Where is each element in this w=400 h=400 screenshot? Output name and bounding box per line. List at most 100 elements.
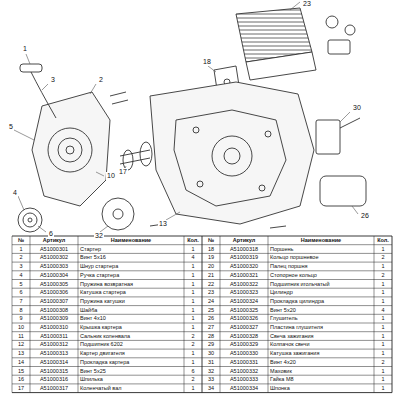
table-cell: Пружина возвратная xyxy=(79,280,183,289)
table-cell: 22 xyxy=(203,280,219,289)
table-cell: Стартер xyxy=(79,245,183,254)
table-cell: A51000305 xyxy=(31,280,77,289)
table-cell: 1 xyxy=(185,262,201,271)
table-cell: 16 xyxy=(13,375,29,384)
table-cell: 6 xyxy=(185,367,201,376)
table-cell: 1 xyxy=(185,288,201,297)
table-cell: Ручка стартера xyxy=(79,271,183,280)
table-cell: Колпачок свечи xyxy=(269,340,373,349)
table-cell: 11 xyxy=(13,332,29,341)
table-cell: A51000320 xyxy=(221,262,267,271)
table-cell: Прокладка цилиндра xyxy=(269,297,373,306)
table-cell: Винт 5x16 xyxy=(79,253,183,262)
table-cell: 19 xyxy=(203,253,219,262)
table-cell: 1 xyxy=(185,280,201,289)
table-rule xyxy=(12,236,13,393)
table-cell: Шпилька xyxy=(79,375,183,384)
callout-number: 32 xyxy=(94,232,104,240)
table-cell: A51000311 xyxy=(31,332,77,341)
callout-number: 6 xyxy=(48,230,54,238)
table-cell: 1 xyxy=(185,349,201,358)
table-cell: Шпонка xyxy=(269,384,373,393)
table-cell: A51000333 xyxy=(221,375,267,384)
table-cell: 1 xyxy=(185,323,201,332)
table-cell: 1 xyxy=(375,288,391,297)
table-cell: 1 xyxy=(375,332,391,341)
table-cell: 3 xyxy=(13,262,29,271)
table-cell: 1 xyxy=(185,297,201,306)
table-cell: A51000324 xyxy=(221,297,267,306)
table-cell: Кольцо поршневое xyxy=(269,253,373,262)
callout-number: 13 xyxy=(158,220,168,228)
table-cell: Пружина катушки xyxy=(79,297,183,306)
table-rule xyxy=(78,236,79,393)
table-cell: A51000310 xyxy=(31,323,77,332)
callout-number: 2 xyxy=(98,76,104,84)
table-cell: 24 xyxy=(203,297,219,306)
table-cell: A51000301 xyxy=(31,245,77,254)
table-cell: 18 xyxy=(203,245,219,254)
table-cell: A51000302 xyxy=(31,253,77,262)
table-cell: 2 xyxy=(185,332,201,341)
callout-number: 1 xyxy=(22,45,28,53)
table-cell: A51000312 xyxy=(31,340,77,349)
callout-number: 30 xyxy=(352,104,362,112)
callout-number: 26 xyxy=(360,212,370,220)
table-rule xyxy=(30,236,31,393)
table-cell: 31 xyxy=(203,358,219,367)
table-cell: Крышка картера xyxy=(79,323,183,332)
table-cell: 23 xyxy=(203,288,219,297)
table-cell: 34 xyxy=(203,384,219,393)
table-rule xyxy=(268,236,269,393)
table-cell: A51000321 xyxy=(221,271,267,280)
table-cell: 13 xyxy=(13,349,29,358)
table-cell: A51000331 xyxy=(221,358,267,367)
table-cell: 1 xyxy=(185,384,201,393)
table-cell: 1 xyxy=(185,314,201,323)
table-cell: 4 xyxy=(185,253,201,262)
table-cell: 2 xyxy=(375,253,391,262)
table-header: Наименование xyxy=(269,236,373,245)
table-cell: A51000332 xyxy=(221,367,267,376)
table-cell: Картер двигателя xyxy=(79,349,183,358)
callout-number: 23 xyxy=(302,0,312,8)
table-cell: Катушка стартера xyxy=(79,288,183,297)
callout-number: 17 xyxy=(118,168,128,176)
table-cell: 1 xyxy=(185,358,201,367)
table-header: Артикул xyxy=(221,236,267,245)
table-cell: A51000314 xyxy=(31,358,77,367)
table-header: № xyxy=(13,236,29,245)
table-cell: Винт 5x20 xyxy=(269,306,373,315)
table-header: Наименование xyxy=(79,236,183,245)
table-cell: Сальник коленвала xyxy=(79,332,183,341)
table-cell: 1 xyxy=(375,314,391,323)
table-cell: 1 xyxy=(185,245,201,254)
callout-number: 10 xyxy=(106,172,116,180)
table-cell: 4 xyxy=(13,271,29,280)
table-cell: Гайка M8 xyxy=(269,375,373,384)
table-cell: Коленчатый вал xyxy=(79,384,183,393)
table-cell: 6 xyxy=(13,288,29,297)
table-cell: 29 xyxy=(203,340,219,349)
table-cell: A51000303 xyxy=(31,262,77,271)
table-cell: 1 xyxy=(375,384,391,393)
table-cell: A51000315 xyxy=(31,367,77,376)
table-cell: A51000329 xyxy=(221,340,267,349)
table-cell: 32 xyxy=(203,367,219,376)
table-rule xyxy=(374,236,375,393)
table-cell: A51000318 xyxy=(221,245,267,254)
table-cell: 1 xyxy=(375,367,391,376)
table-cell: A51000322 xyxy=(221,280,267,289)
table-cell: A51000327 xyxy=(221,323,267,332)
table-cell: Маховик xyxy=(269,367,373,376)
table-cell: 2 xyxy=(13,253,29,262)
table-header: № xyxy=(203,236,219,245)
table-cell: Прокладка картера xyxy=(79,358,183,367)
table-cell: 1 xyxy=(375,262,391,271)
table-header: Артикул xyxy=(31,236,77,245)
table-cell: Подшипник 6202 xyxy=(79,340,183,349)
table-cell: 26 xyxy=(203,314,219,323)
table-cell: 7 xyxy=(13,297,29,306)
table-cell: 15 xyxy=(13,367,29,376)
